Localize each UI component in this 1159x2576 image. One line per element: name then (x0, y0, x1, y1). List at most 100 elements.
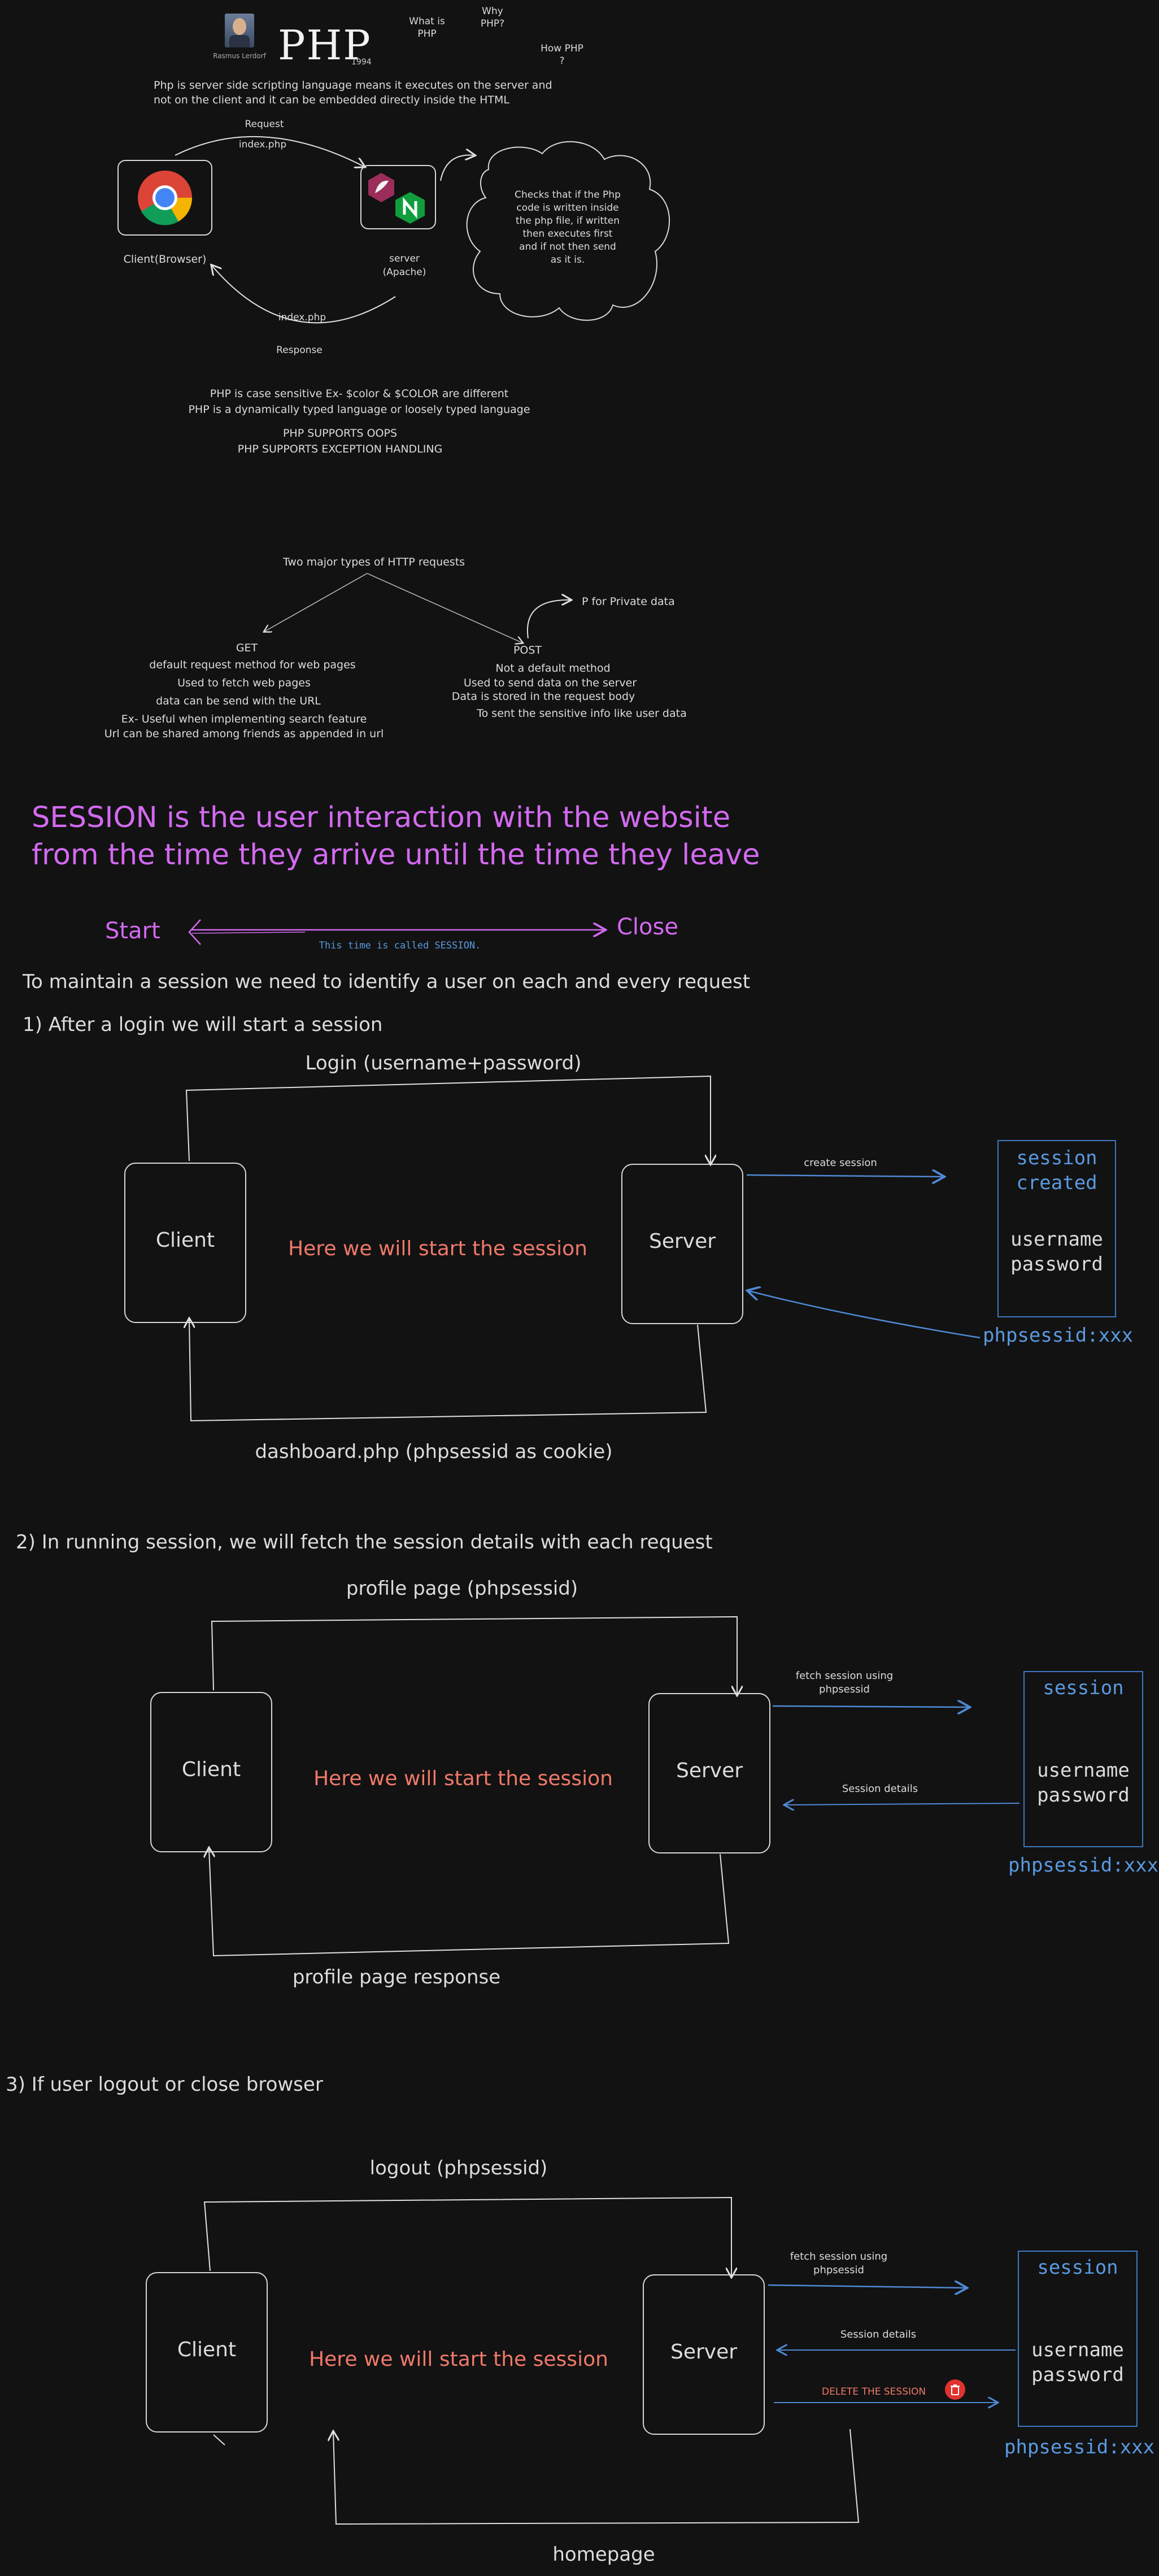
step3-server-label: Server (670, 2340, 738, 2364)
session-close-label: Close (617, 914, 678, 940)
step1-client-label: Client (155, 1229, 215, 1252)
get-point-5: Url can be shared among friends as appen… (104, 728, 384, 740)
session-headline-1: SESSION is the user interaction with the… (32, 801, 731, 834)
cloud-text-4: then executes first (522, 228, 613, 240)
step3-top-loop (203, 2196, 731, 2277)
question-what-2: PHP (417, 28, 437, 40)
cloud-text-3: the php file, if written (515, 215, 620, 227)
step3-bottom-loop (333, 2429, 860, 2525)
post-title: POST (513, 644, 542, 656)
step1-server-box: Server (621, 1164, 743, 1324)
step2-client-label: Client (181, 1758, 241, 1781)
response-arrow (212, 266, 396, 324)
step1-sessid: phpsessid:xxx (983, 1324, 1134, 1347)
get-branch-line (264, 573, 368, 632)
step3-homepage-label: homepage (552, 2543, 655, 2566)
step1-login-label: Login (username+password) (305, 1052, 582, 1074)
post-point-2: Used to send data on the server (463, 677, 637, 689)
step3-center-text: Here we will start the session (309, 2348, 608, 2371)
browser-client-box (117, 160, 212, 236)
nginx-icon (395, 192, 425, 224)
server-label-2: (Apache) (382, 267, 426, 278)
step2-return-arrow (785, 1803, 1020, 1805)
step3-delete-label: DELETE THE SESSION (822, 2386, 926, 2397)
question-how-1: How PHP (541, 43, 583, 54)
step2-return-label: Session details (842, 1783, 918, 1795)
server-label-1: server (389, 253, 420, 264)
php-description-line-2: not on the client and it can be embedded… (154, 94, 509, 106)
step2-box-title: session (1043, 1677, 1124, 1699)
step1-server-label: Server (648, 1230, 716, 1253)
step2-profile-label: profile page (phpsessid) (346, 1577, 578, 1600)
note-case-sensitive: PHP is case sensitive Ex- $color & $COLO… (210, 388, 509, 400)
client-browser-label: Client(Browser) (123, 253, 207, 266)
step3-fetch-arrow (768, 2285, 966, 2288)
get-point-1: default request method for web pages (149, 659, 356, 671)
post-note-arrow (526, 600, 570, 639)
step2-center-text: Here we will start the session (313, 1767, 613, 1790)
step2-server-label: Server (676, 1759, 743, 1782)
step2-sessid: phpsessid:xxx (1008, 1854, 1159, 1877)
step3-box-title: session (1037, 2256, 1118, 2279)
step3-session-box: session username password (1018, 2251, 1138, 2427)
step2-response-label: profile page response (292, 1966, 501, 1988)
step1-box-title-2: created (1016, 1172, 1097, 1194)
step1-top-loop (185, 1075, 711, 1164)
get-title: GET (236, 642, 258, 654)
step2-box-username: username (1037, 1759, 1130, 1782)
step3-heading: 3) If user logout or close browser (6, 2073, 323, 2096)
step3-client-box: Client (146, 2272, 268, 2433)
step2-heading: 2) In running session, we will fetch the… (16, 1531, 713, 1554)
cloud-text-5: and if not then send (519, 241, 616, 253)
response-file-label: index.php (278, 312, 326, 323)
note-oops: PHP SUPPORTS OOPS (282, 427, 398, 440)
thought-cloud (466, 141, 670, 321)
step1-dashboard-label: dashboard.php (phpsessid as cookie) (255, 1441, 613, 1463)
get-point-4: Ex- Useful when implementing search feat… (121, 713, 367, 725)
step1-bottom-loop (189, 1319, 707, 1422)
session-called-label: This time is called SESSION. (319, 940, 481, 951)
cloud-text-2: code is written inside (516, 202, 619, 214)
request-arrow (175, 136, 364, 167)
php-year: 1994 (351, 58, 372, 67)
step1-box-password: password (1010, 1253, 1103, 1276)
request-label: Request (245, 119, 284, 130)
step1-create-arrow (746, 1175, 943, 1177)
cloud-text-1: Checks that if the Php (515, 189, 621, 201)
apache-server-box (360, 165, 436, 229)
session-span-head-left (188, 919, 201, 945)
step2-fetch-arrow (772, 1706, 969, 1707)
step3-client-label: Client (177, 2338, 237, 2361)
session-headline-2: from the time they arrive until the time… (32, 838, 760, 872)
step3-fetch-label-1: fetch session using (790, 2251, 888, 2262)
step1-center-text: Here we will start the session (288, 1237, 587, 1260)
step3-box-username: username (1031, 2339, 1124, 2361)
portrait-caption: Rasmus Lerdorf (213, 52, 266, 60)
maintain-session-text: To maintain a session we need to identif… (23, 971, 751, 993)
step1-session-box: session created username password (997, 1140, 1116, 1317)
step2-server-box: Server (648, 1693, 770, 1853)
step2-session-box: session username password (1023, 1671, 1143, 1847)
step2-top-loop (211, 1616, 737, 1695)
step2-fetch-label-2: phpsessid (819, 1683, 870, 1695)
get-point-3: data can be send with the URL (156, 695, 321, 707)
response-label: Response (276, 345, 323, 356)
php-title: PHP (278, 21, 372, 69)
step3-logout-label: logout (phpsessid) (369, 2157, 548, 2179)
step3-client-tail (213, 2434, 225, 2446)
note-exception: PHP SUPPORTS EXCEPTION HANDLING (237, 443, 443, 455)
step3-return-label: Session details (840, 2329, 917, 2340)
http-title: Two major types of HTTP requests (282, 556, 465, 568)
session-start-label: Start (105, 918, 160, 944)
step2-client-box: Client (150, 1692, 272, 1852)
post-point-1: Not a default method (495, 662, 611, 675)
step3-box-password: password (1031, 2364, 1124, 2386)
step3-server-box: Server (643, 2274, 765, 2435)
question-why-2: PHP? (480, 18, 505, 29)
request-file-label: index.php (238, 139, 287, 150)
trash-icon (945, 2379, 965, 2400)
post-point-3: Data is stored in the request body (451, 690, 635, 703)
note-dynamic-typing: PHP is a dynamically typed language or l… (188, 403, 530, 416)
step2-bottom-loop (209, 1848, 730, 1957)
